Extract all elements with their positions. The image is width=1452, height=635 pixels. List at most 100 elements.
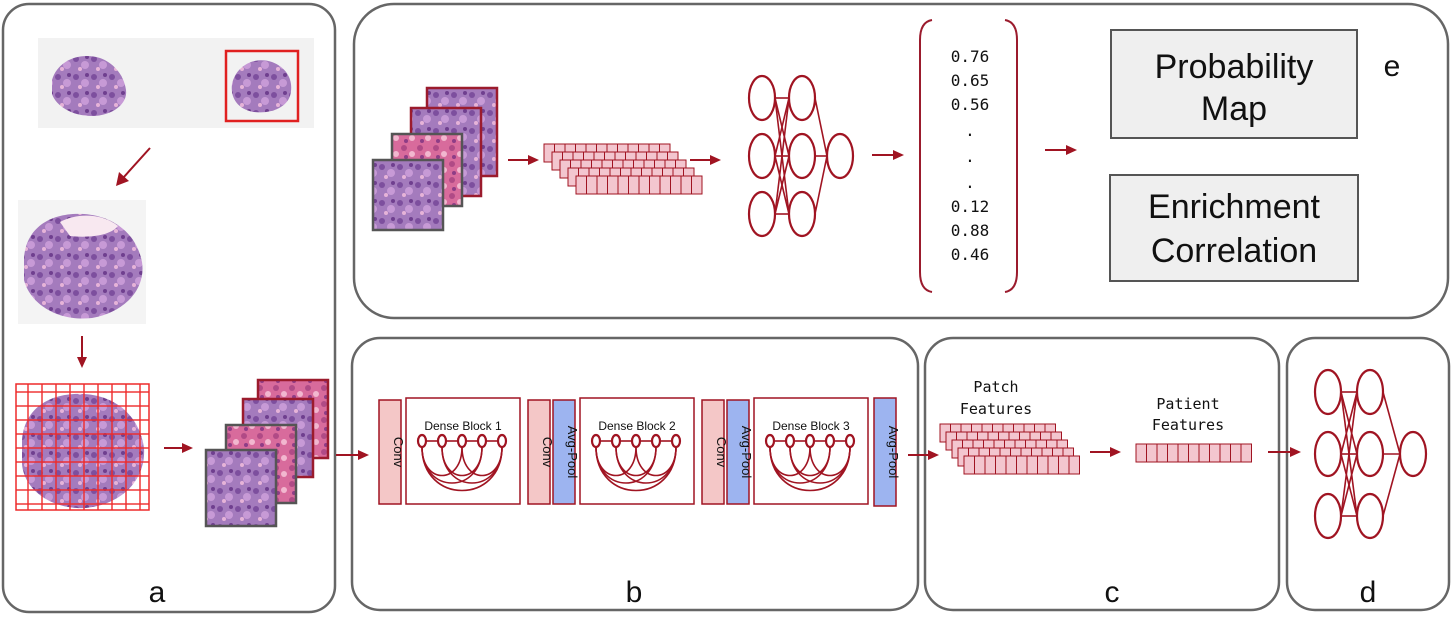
patch-features-line2: Features xyxy=(960,400,1032,418)
vector-value: 0.88 xyxy=(951,221,990,240)
net-node xyxy=(1313,430,1343,478)
feature-cell xyxy=(1209,443,1221,463)
feature-cell xyxy=(628,175,640,195)
vector-value: 0.56 xyxy=(951,95,990,114)
net-edge xyxy=(814,155,828,215)
conv-layer-3-label: Conv xyxy=(714,437,729,468)
feature-cell xyxy=(596,175,608,195)
net-edge xyxy=(1382,453,1401,517)
dense-node xyxy=(436,433,448,449)
prediction-vector: 0.76 0.65 0.56 . . . 0.12 0.88 0.46 xyxy=(951,47,990,264)
net-node xyxy=(1313,368,1343,416)
arrowhead xyxy=(358,450,369,460)
feature-cell xyxy=(1156,443,1168,463)
feature-cell xyxy=(691,175,703,195)
enrichment-correlation-box xyxy=(1109,174,1359,282)
panel-c-label: c xyxy=(1105,576,1120,609)
vector-value: 0.65 xyxy=(951,71,990,90)
arrow-slide-to-crop xyxy=(122,147,151,179)
dense-block-2-connections xyxy=(590,433,682,492)
probability-map-line1: Probability xyxy=(1155,48,1314,86)
feature-cell xyxy=(1146,443,1158,463)
feature-cell xyxy=(638,175,650,195)
feature-cell xyxy=(649,175,661,195)
dense-block-2 xyxy=(579,397,695,505)
panel-a: a xyxy=(15,38,369,609)
arrowhead xyxy=(182,443,193,453)
dense-block-1-label: Dense Block 1 xyxy=(424,419,502,433)
dense-node xyxy=(610,433,622,449)
feature-cell xyxy=(680,175,692,195)
feature-cell xyxy=(659,175,671,195)
panel-b-label: b xyxy=(626,576,643,609)
dense-node xyxy=(416,433,428,449)
feature-cell xyxy=(984,455,996,475)
net-node xyxy=(787,190,817,238)
feature-cell xyxy=(575,175,587,195)
vector-value: 0.76 xyxy=(951,47,990,66)
arrowhead xyxy=(928,450,939,460)
net-edge xyxy=(1340,391,1358,455)
dense-block-3-label: Dense Block 3 xyxy=(772,419,850,433)
panel-d: d xyxy=(1313,368,1428,609)
conv-layer-2-label: Conv xyxy=(540,437,555,468)
dense-skip-connection xyxy=(809,446,851,477)
feature-cell xyxy=(1047,455,1059,475)
panel-e: 0.76 0.65 0.56 . . . 0.12 0.88 0.46 Prob… xyxy=(371,19,1400,293)
avgpool-layer-1 xyxy=(552,399,576,505)
net-node xyxy=(747,132,777,180)
feature-cell xyxy=(995,455,1007,475)
net-node xyxy=(1398,430,1428,478)
patient-features-line1: Patient xyxy=(1156,395,1219,413)
neural-net-e xyxy=(747,74,855,238)
selected-region-box xyxy=(224,49,300,123)
enrichment-correlation-line1: Enrichment xyxy=(1148,188,1321,226)
feature-cell xyxy=(586,175,598,195)
dense-node xyxy=(784,433,796,449)
avgpool-layer-2 xyxy=(726,399,750,505)
net-node xyxy=(1355,492,1385,540)
net-node xyxy=(1355,368,1385,416)
net-edge xyxy=(774,97,790,157)
vector-bracket-right xyxy=(1004,19,1018,293)
net-node xyxy=(825,132,855,180)
avgpool-layer-3 xyxy=(873,397,897,507)
vector-ellipsis: . xyxy=(965,147,975,166)
arrowhead xyxy=(1110,447,1121,457)
feature-cell xyxy=(1005,455,1017,475)
feature-cell xyxy=(1177,443,1189,463)
slide-tissue-right xyxy=(231,60,292,113)
feature-stack-e xyxy=(543,143,703,195)
dense-node xyxy=(824,433,836,449)
conv-layer-2 xyxy=(527,399,551,505)
panel-d-label: d xyxy=(1360,576,1377,609)
panel-c: Patch Features Patient Features c xyxy=(939,378,1301,609)
feature-cell xyxy=(1167,443,1179,463)
dense-block-2-label: Dense Block 2 xyxy=(598,419,676,433)
dense-block-1 xyxy=(405,397,521,505)
feature-cell xyxy=(607,175,619,195)
dense-node xyxy=(844,433,856,449)
net-edge xyxy=(814,97,828,157)
patch-stack-a xyxy=(204,378,330,528)
feature-cell xyxy=(1058,455,1070,475)
patch-features-line1: Patch xyxy=(973,378,1018,396)
arrowhead xyxy=(77,357,87,368)
panel-c-frame xyxy=(923,336,1281,612)
feature-cell xyxy=(617,175,629,195)
dense-node xyxy=(764,433,776,449)
net-edge xyxy=(1340,391,1358,517)
net-node xyxy=(1355,430,1385,478)
feature-cell xyxy=(1240,443,1252,463)
dense-node xyxy=(630,433,642,449)
feature-cell xyxy=(1026,455,1038,475)
arrowhead xyxy=(893,150,904,160)
patient-feature-vector xyxy=(1135,443,1252,463)
tissue-highlight xyxy=(60,215,118,237)
arrowhead xyxy=(1290,447,1301,457)
neural-net-d xyxy=(1313,368,1428,540)
slide-tissue-left xyxy=(52,56,127,116)
net-edge xyxy=(774,155,790,215)
vector-ellipsis: . xyxy=(965,121,975,140)
patient-features-line2: Features xyxy=(1152,416,1224,434)
